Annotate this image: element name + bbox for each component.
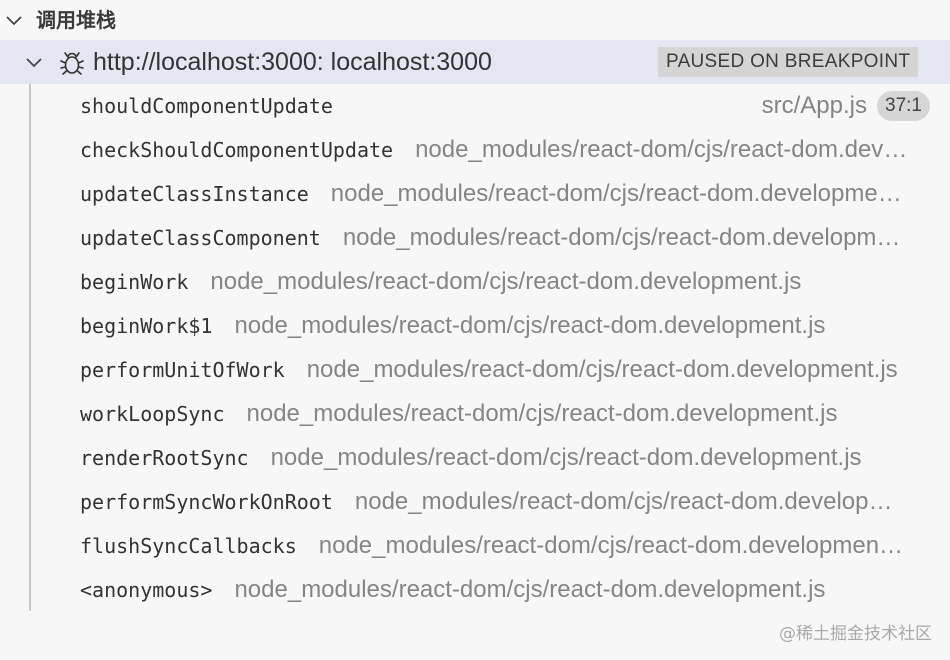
frame-function-name: beginWork: [80, 270, 189, 294]
stack-frame[interactable]: updateClassInstance node_modules/react-d…: [0, 172, 950, 216]
frame-function-name: shouldComponentUpdate: [80, 94, 333, 118]
frame-source-path: node_modules/react-dom/cjs/react-dom.dev…: [318, 532, 908, 559]
chevron-down-icon[interactable]: [4, 10, 24, 30]
frame-source-path: node_modules/react-dom/cjs/react-dom.dev…: [306, 356, 898, 383]
stack-frame[interactable]: updateClassComponent node_modules/react-…: [0, 216, 950, 260]
frame-source-path: node_modules/react-dom/cjs/react-dom.dev…: [246, 400, 838, 427]
frame-function-name: workLoopSync: [80, 402, 225, 426]
chevron-down-icon[interactable]: [24, 52, 44, 72]
frame-function-name: updateClassComponent: [80, 226, 321, 250]
frame-source-path: node_modules/react-dom/cjs/react-dom.dev…: [354, 488, 908, 515]
debug-bug-icon: [60, 52, 84, 75]
stack-frame[interactable]: beginWork$1 node_modules/react-dom/cjs/r…: [0, 304, 950, 348]
stack-frame[interactable]: workLoopSync node_modules/react-dom/cjs/…: [0, 392, 950, 436]
line-column-badge: 37:1: [877, 91, 930, 121]
watermark: @稀土掘金技术社区: [779, 624, 932, 644]
frame-source-path: node_modules/react-dom/cjs/react-dom.dev…: [210, 268, 802, 295]
stack-frame[interactable]: performSyncWorkOnRoot node_modules/react…: [0, 480, 950, 524]
frame-function-name: checkShouldComponentUpdate: [80, 138, 394, 162]
thread-row[interactable]: http://localhost:3000: localhost:3000 PA…: [0, 40, 950, 84]
frame-function-name: performUnitOfWork: [80, 358, 285, 382]
stack-frame[interactable]: flushSyncCallbacks node_modules/react-do…: [0, 524, 950, 568]
stack-frame[interactable]: performUnitOfWork node_modules/react-dom…: [0, 348, 950, 392]
frame-function-name: beginWork$1: [80, 314, 213, 338]
stack-frame[interactable]: <anonymous> node_modules/react-dom/cjs/r…: [0, 568, 950, 612]
frame-source-path: src/App.js: [761, 92, 868, 119]
thread-title: http://localhost:3000: localhost:3000: [93, 48, 492, 76]
frame-source-path: node_modules/react-dom/cjs/react-dom.dev…: [234, 312, 826, 339]
stack-frame[interactable]: checkShouldComponentUpdate node_modules/…: [0, 128, 950, 172]
section-title: 调用堆栈: [36, 8, 116, 32]
status-badge: PAUSED ON BREAKPOINT: [658, 47, 919, 77]
frame-source-path: node_modules/react-dom/cjs/react-dom.dev…: [330, 180, 908, 207]
frame-function-name: updateClassInstance: [80, 182, 309, 206]
stack-frame[interactable]: renderRootSync node_modules/react-dom/cj…: [0, 436, 950, 480]
call-stack-section-header[interactable]: 调用堆栈: [0, 0, 950, 40]
tree-indent-guide: [29, 84, 31, 611]
frame-source-path: node_modules/react-dom/cjs/react-dom.dev…: [270, 444, 862, 471]
frame-function-name: <anonymous>: [80, 578, 213, 602]
frame-function-name: flushSyncCallbacks: [80, 534, 297, 558]
stack-frame[interactable]: shouldComponentUpdate src/App.js 37:1: [0, 84, 950, 128]
frame-function-name: renderRootSync: [80, 446, 249, 470]
frame-source-path: node_modules/react-dom/cjs/react-dom.dev…: [234, 576, 826, 603]
frame-function-name: performSyncWorkOnRoot: [80, 490, 333, 514]
frame-source-path: node_modules/react-dom/cjs/react-dom.dev…: [415, 136, 908, 163]
stack-frame[interactable]: beginWork node_modules/react-dom/cjs/rea…: [0, 260, 950, 304]
stack-frame-list: shouldComponentUpdate src/App.js 37:1 ch…: [0, 84, 950, 612]
frame-source-path: node_modules/react-dom/cjs/react-dom.dev…: [342, 224, 908, 251]
